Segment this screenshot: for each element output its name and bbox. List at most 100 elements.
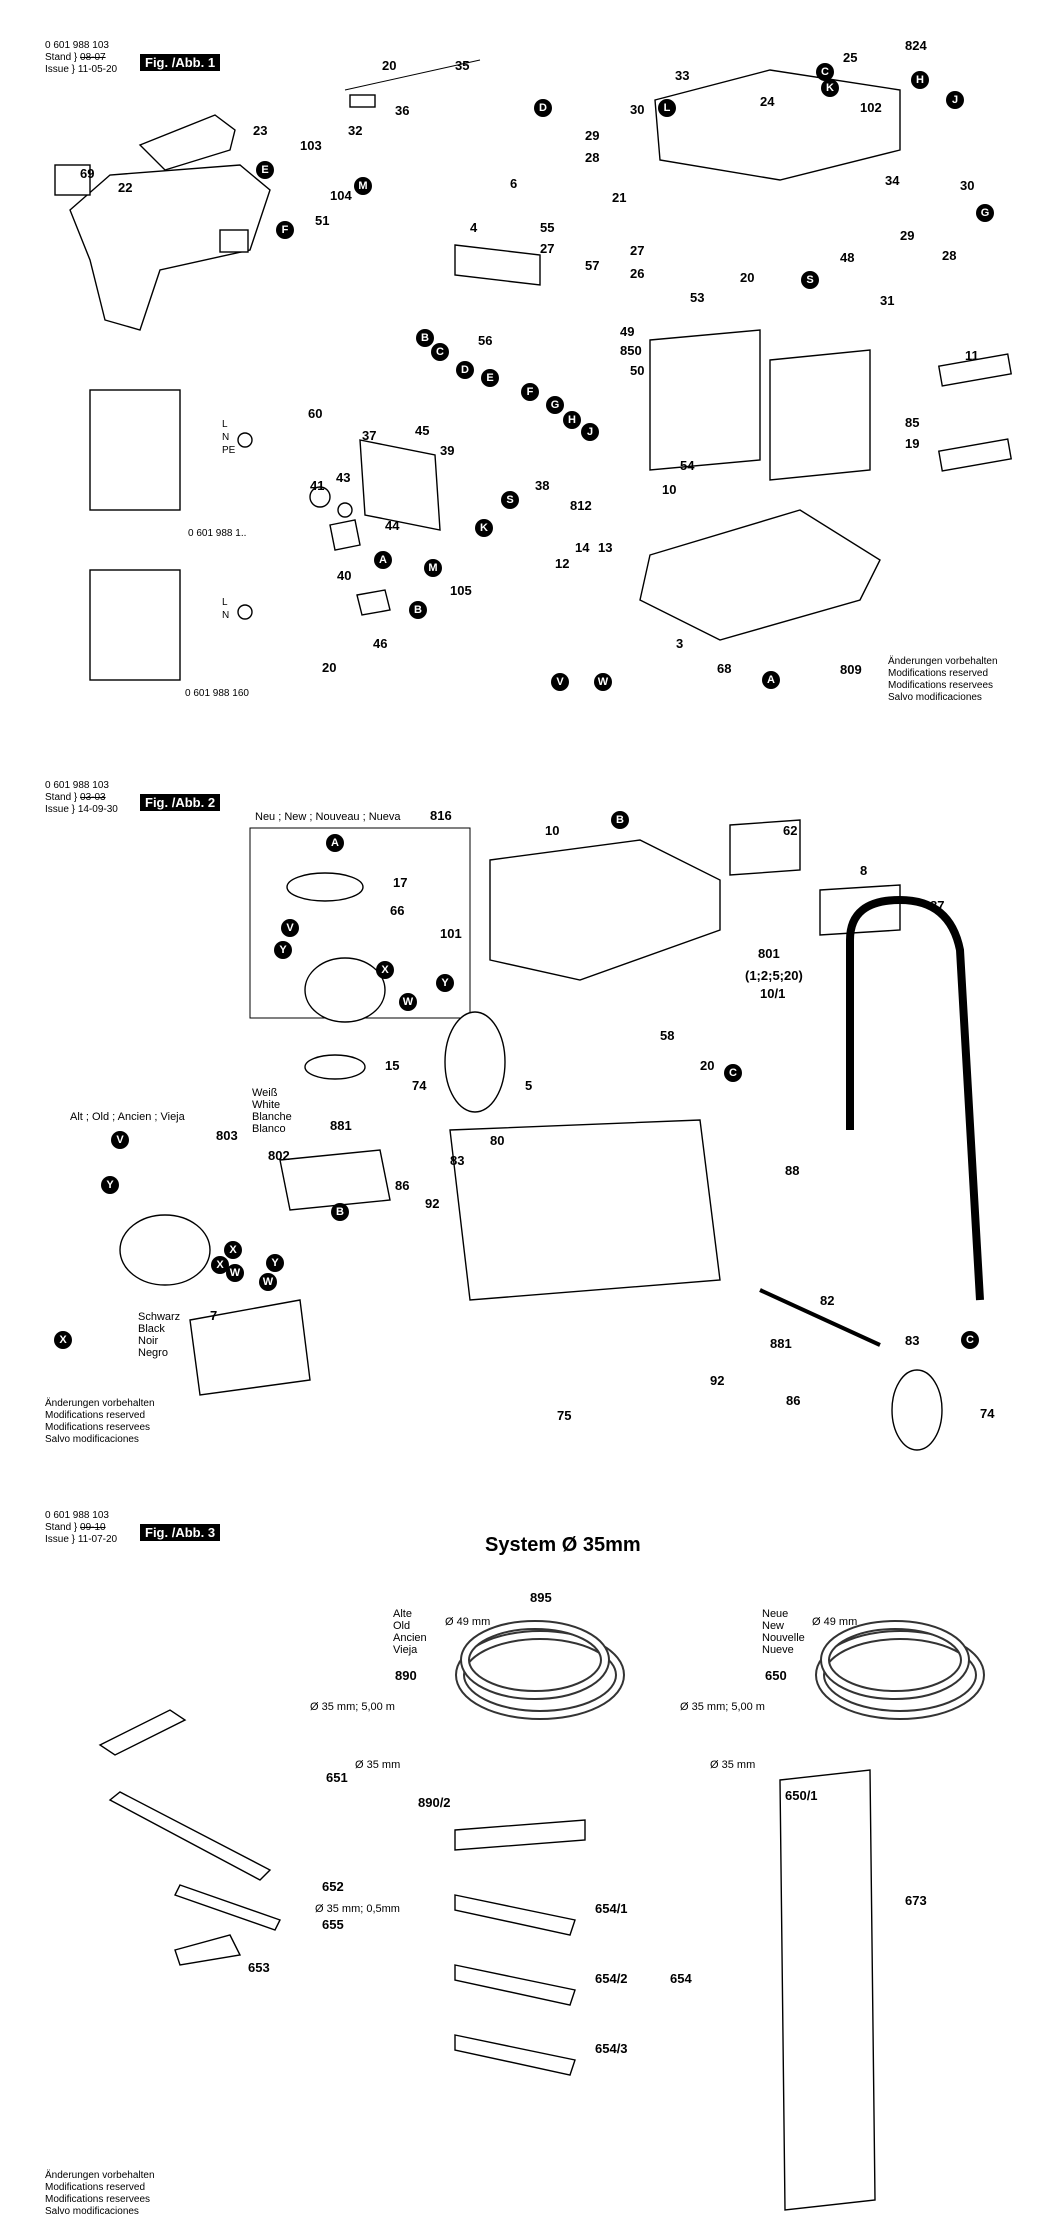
old-label: Alte (393, 1608, 412, 1620)
callout-letter-w: W (399, 993, 417, 1011)
washer-43 (337, 502, 353, 518)
svg-text:W: W (598, 676, 609, 688)
callout-letter-w: W (259, 1273, 277, 1291)
hose-old-890 (455, 1620, 625, 1720)
part-label: 83 (450, 1153, 464, 1168)
issue-label: Issue (45, 804, 69, 815)
gasket-17 (286, 872, 364, 902)
filter-11-b (937, 438, 1013, 472)
circuit-board-1 (89, 389, 181, 511)
old-label: Vieja (393, 1644, 418, 1656)
part-label: 12 (555, 556, 569, 571)
svg-text:A: A (767, 674, 775, 686)
part-label: 55 (540, 220, 554, 235)
part-label: 38 (535, 478, 549, 493)
part-label: 20 (322, 660, 336, 675)
axle-82 (759, 1288, 881, 1347)
part-label: 36 (395, 103, 409, 118)
part-label: 40 (337, 568, 351, 583)
svg-text:X: X (229, 1244, 237, 1256)
part-label: 87 (930, 898, 944, 913)
callout-letter-y: Y (274, 941, 292, 959)
part-label: 652 (322, 1879, 344, 1894)
part-label: 24 (760, 94, 775, 109)
note-line: Salvo modificaciones (45, 2206, 139, 2217)
note-line: Salvo modificaciones (45, 1434, 139, 1445)
svg-text:B: B (414, 604, 422, 616)
part-label: 4 (470, 220, 478, 235)
callout-letter-c: C (816, 63, 834, 81)
callout-letter-c: C (961, 1331, 979, 1349)
part-label: 68 (717, 661, 731, 676)
exploded-view-2 (119, 819, 984, 1451)
part-label: 11 (965, 348, 979, 363)
callout-letter-j: J (946, 91, 964, 109)
issue-date: 11-07-20 (77, 1534, 118, 1545)
svg-text:K: K (480, 522, 488, 534)
callout-letter-x: X (54, 1331, 72, 1349)
filter-cartridge-right (769, 349, 871, 481)
motor-new (304, 957, 386, 1023)
sheet3-title: System Ø 35mm (485, 1534, 641, 1556)
svg-text:C: C (436, 346, 444, 358)
callout-letter-d: D (456, 361, 474, 379)
part-label: 53 (690, 290, 704, 305)
switch-plate-part (359, 439, 441, 531)
part-label: 29 (585, 128, 599, 143)
note-line: Änderungen vorbehalten (45, 1398, 155, 1409)
part-label: 88 (785, 1163, 799, 1178)
part-labels-1: 20 35 36 32 103 104 23 69 22 51 6 55 27 … (80, 38, 994, 699)
part-label: 654/1 (595, 1901, 628, 1916)
part-label: 51 (315, 213, 329, 228)
part-label: 22 (118, 180, 132, 195)
note-line: Änderungen vorbehalten (888, 656, 998, 667)
nozzle-654-3 (454, 2034, 576, 2076)
terminal-label: L (222, 419, 228, 430)
part-label: 69 (80, 166, 94, 181)
part-label: 14 (575, 540, 590, 555)
part-label: 46 (373, 636, 387, 651)
notes-2: Änderungen vorbehalten Modifications res… (45, 1398, 155, 1446)
circuit-label: 0 601 988 1.. (188, 528, 246, 539)
figure-label: Fig. /Abb. 2 (140, 794, 221, 811)
callout-letter-h: H (911, 71, 929, 89)
exploded-view-1 (54, 59, 1013, 681)
svg-text:A: A (331, 837, 339, 849)
part-number: 0 601 988 103 (45, 40, 109, 51)
svg-text:V: V (116, 1134, 124, 1146)
callout-letter-m: M (424, 559, 442, 577)
stand-label: Stand (45, 792, 72, 803)
part-label: 48 (840, 250, 854, 265)
svg-text:W: W (230, 1267, 241, 1279)
stand-date: 08-07 (80, 52, 106, 63)
note-line: Salvo modificaciones (888, 692, 982, 703)
svg-text:S: S (806, 274, 813, 286)
svg-text:X: X (381, 964, 389, 976)
svg-text:B: B (616, 814, 624, 826)
callout-letter-c: C (724, 1064, 742, 1082)
part-label: 19 (905, 436, 919, 451)
part-label: 104 (330, 188, 352, 203)
svg-text:F: F (282, 224, 289, 236)
part-label: 86 (395, 1178, 409, 1193)
part-label: 15 (385, 1058, 399, 1073)
svg-text:S: S (506, 494, 513, 506)
dimension-label: Ø 35 mm; 0,5mm (315, 1903, 400, 1915)
part-number: 0 601 988 103 (45, 1510, 109, 1521)
part-label: 58 (660, 1028, 674, 1043)
upper-housing-part (489, 839, 721, 981)
part-label: 37 (362, 428, 376, 443)
part-label: 62 (783, 823, 797, 838)
callout-letter-c: C (431, 343, 449, 361)
handle-part (138, 114, 236, 171)
sheet1-header: 0 601 988 103 Stand } 08-07 Issue } 11-0… (45, 40, 118, 75)
motor-symbol-1 (237, 432, 253, 448)
svg-text:C: C (821, 66, 829, 78)
new-label: Nueve (762, 1644, 794, 1656)
callout-letter-k: K (821, 79, 839, 97)
color-label: Negro (138, 1347, 168, 1359)
stand-label: Stand (45, 52, 72, 63)
issue-label: Issue (45, 1534, 69, 1545)
svg-text:J: J (952, 94, 958, 106)
part-labels-2: Neu ; New ; Nouveau ; Nueva 816 17 66 10… (54, 808, 995, 1423)
